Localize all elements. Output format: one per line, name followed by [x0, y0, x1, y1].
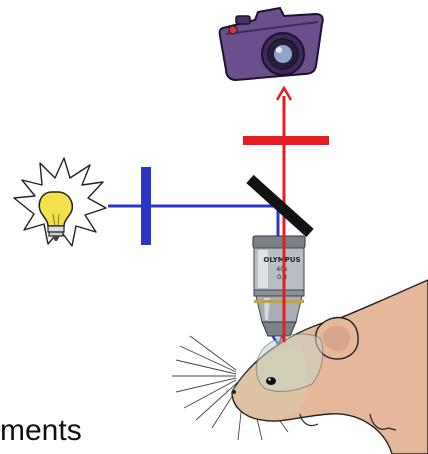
- caption-fragment: ments: [0, 416, 82, 446]
- excitation-filter: [141, 167, 151, 245]
- objective-brand-label: OLYMPUS: [263, 256, 300, 264]
- emission-filter: [243, 136, 329, 145]
- mouse-eye: [266, 377, 276, 385]
- objective-lens-icon: OLYMPUS 40x 0.8: [253, 236, 305, 336]
- objective-magnification-label: 40x: [276, 266, 288, 273]
- light-bulb-icon: [14, 158, 106, 246]
- camera-icon: [220, 8, 323, 80]
